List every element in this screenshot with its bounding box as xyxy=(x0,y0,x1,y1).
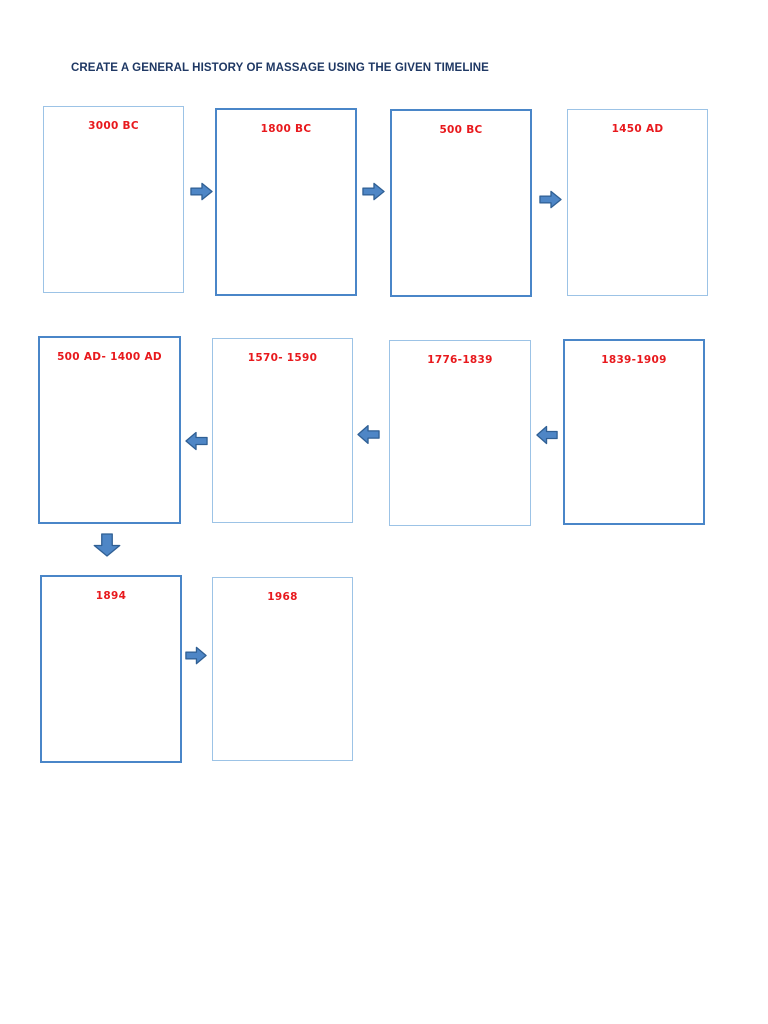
timeline-box-label: 500 AD- 1400 AD xyxy=(57,351,162,363)
timeline-box-1776-1839: 1776-1839 xyxy=(389,340,531,526)
timeline-box-label: 500 BC xyxy=(439,124,483,136)
timeline-box-1450-ad: 1450 AD xyxy=(567,109,708,296)
timeline-box-1839-1909: 1839-1909 xyxy=(563,339,705,525)
timeline-box-1968: 1968 xyxy=(212,577,353,761)
left-arrow-icon xyxy=(357,422,380,447)
right-arrow-icon xyxy=(190,180,213,203)
left-arrow-icon xyxy=(185,429,208,453)
timeline-box-label: 1776-1839 xyxy=(427,354,493,366)
timeline-box-1800-bc: 1800 BC xyxy=(215,108,357,296)
right-arrow-icon xyxy=(539,188,562,211)
left-arrow-icon xyxy=(536,423,558,447)
page-title: CREATE A GENERAL HISTORY OF MASSAGE USIN… xyxy=(71,62,489,74)
timeline-box-1894: 1894 xyxy=(40,575,182,763)
timeline-box-label: 1800 BC xyxy=(260,123,312,135)
timeline-box-label: 1570- 1590 xyxy=(247,352,318,364)
timeline-box-label: 1450 AD xyxy=(611,123,664,135)
timeline-box-label: 1894 xyxy=(95,590,127,602)
timeline-box-1570-1590: 1570- 1590 xyxy=(212,338,353,523)
right-arrow-icon xyxy=(185,644,207,667)
timeline-box-label: 1968 xyxy=(267,591,298,603)
right-arrow-icon xyxy=(362,180,385,203)
timeline-box-label: 3000 BC xyxy=(88,120,139,132)
timeline-box-500-bc: 500 BC xyxy=(390,109,532,297)
down-arrow-icon xyxy=(89,533,125,557)
timeline-box-3000-bc: 3000 BC xyxy=(43,106,184,293)
timeline-box-label: 1839-1909 xyxy=(601,354,667,366)
timeline-box-500-ad-1400-ad: 500 AD- 1400 AD xyxy=(38,336,181,524)
